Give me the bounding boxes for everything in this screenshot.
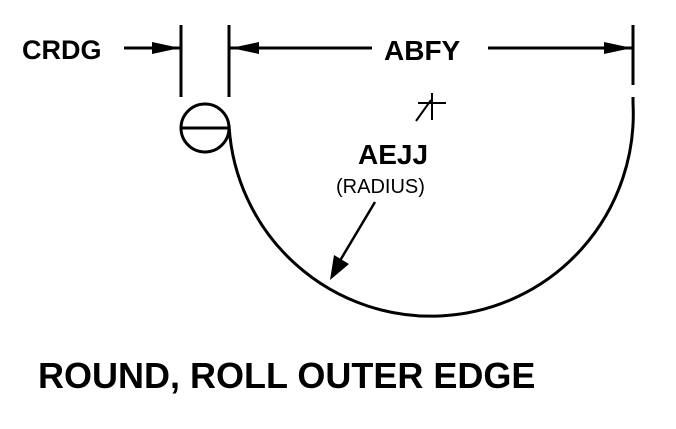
diagram-caption: ROUND, ROLL OUTER EDGE: [38, 355, 535, 396]
width-arrowhead-left: [231, 42, 259, 54]
width-arrowhead-right: [604, 42, 632, 54]
radius-note-label: (RADIUS): [336, 176, 425, 198]
radius-leader-line: [336, 201, 377, 265]
thickness-label: CRDG: [22, 35, 102, 65]
thickness-arrowhead: [152, 42, 180, 54]
width-label: ABFY: [384, 35, 461, 66]
outer-edge-arc: [227, 97, 635, 318]
radius-arrowhead: [330, 255, 349, 280]
center-leader-line: [415, 99, 432, 122]
radius-code-label: AEJJ: [358, 139, 428, 170]
